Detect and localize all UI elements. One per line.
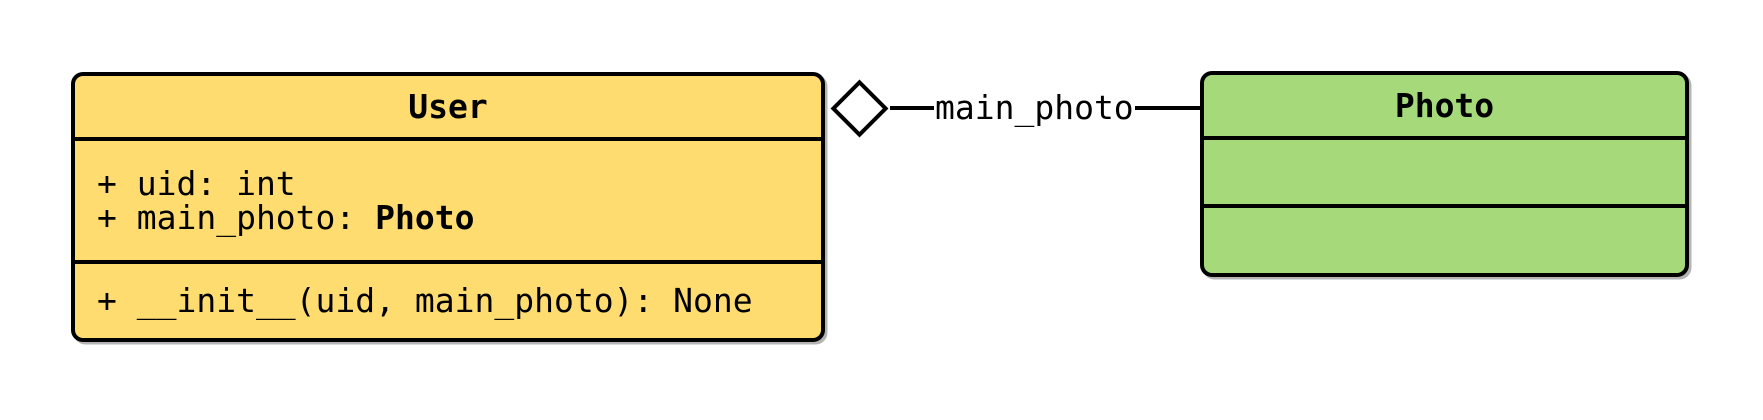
connector-line-left [890,106,934,110]
attribute-line: + main_photo: Photo [97,197,803,237]
class-box-user: User + uid: int + main_photo: Photo + __… [71,72,825,342]
class-box-photo: Photo [1200,71,1689,277]
diamond-shape [830,79,888,137]
attribute-text: + main_photo: [97,197,376,237]
attribute-line: + uid: int [97,163,803,203]
methods-compartment-photo-empty [1204,208,1685,273]
attributes-compartment-user: + uid: int + main_photo: Photo [75,141,821,264]
aggregation-diamond-icon [828,77,890,139]
relationship-label: main_photo [935,88,1134,127]
attribute-type-ref: Photo [375,197,475,237]
method-line: + __init__(uid, main_photo): None [97,281,753,320]
class-title-user: User [75,76,821,141]
aggregation-connector: main_photo [828,77,1203,139]
attributes-compartment-photo-empty [1204,140,1685,208]
connector-line-right [1134,106,1203,110]
methods-compartment-user: + __init__(uid, main_photo): None [75,264,821,338]
class-title-photo: Photo [1204,75,1685,140]
attribute-text: + uid: int [97,163,296,203]
